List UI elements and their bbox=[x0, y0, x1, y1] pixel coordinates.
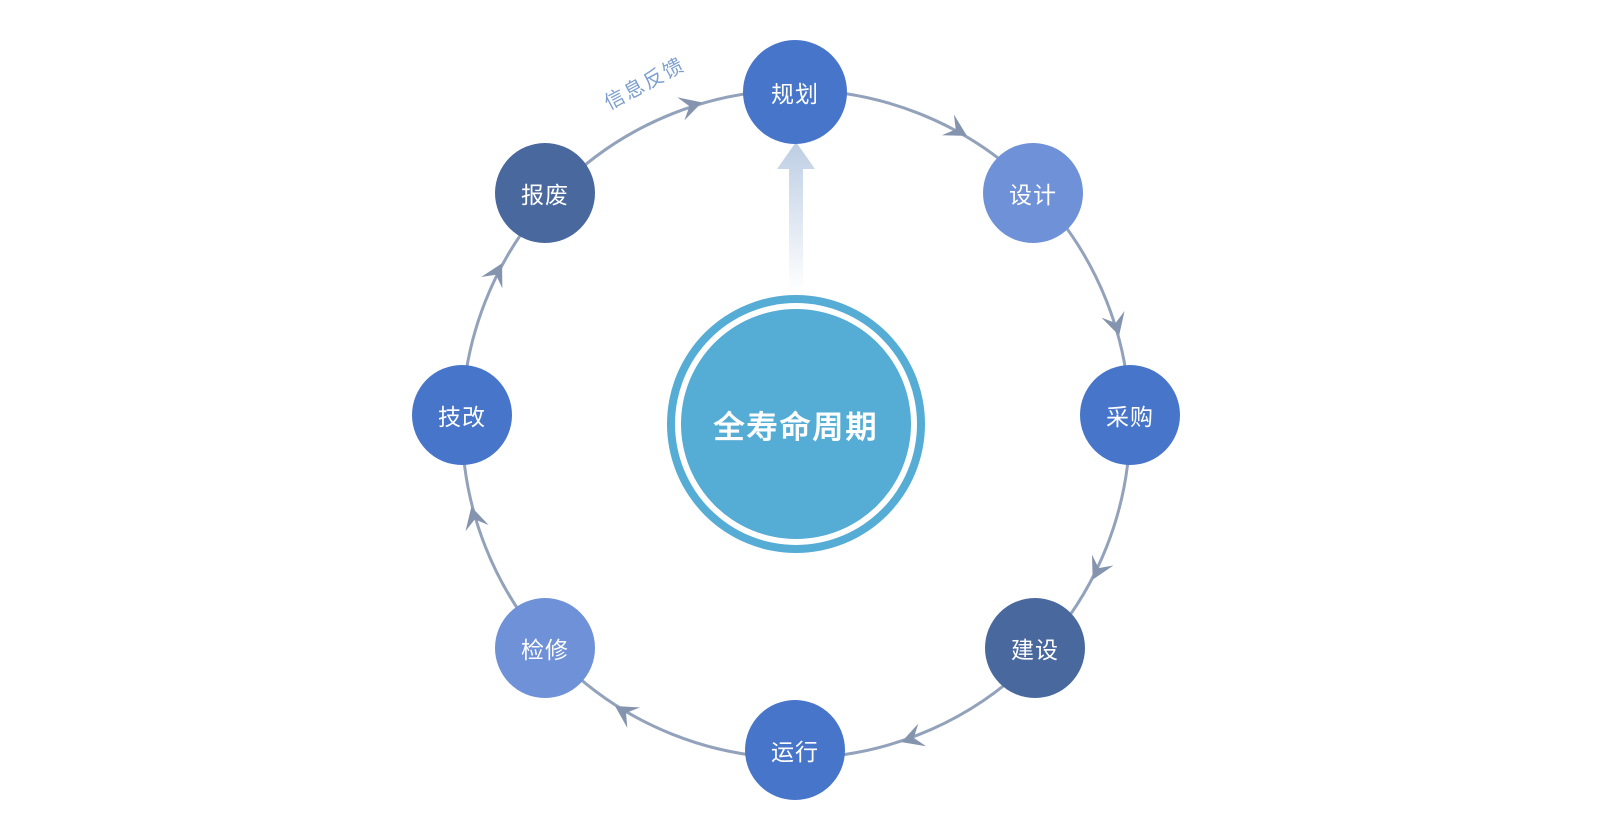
node-tech-upgrade-label: 技改 bbox=[438, 404, 486, 430]
node-planning-label: 规划 bbox=[771, 81, 819, 107]
flow-arrow-icon bbox=[677, 97, 702, 121]
flow-arrow-icon bbox=[1091, 554, 1114, 580]
node-maintenance-label: 检修 bbox=[521, 637, 569, 663]
flow-arrow-icon bbox=[1101, 310, 1125, 336]
node-planning: 规划 bbox=[743, 40, 847, 144]
node-design-label: 设计 bbox=[1009, 182, 1057, 208]
node-construction-label: 建设 bbox=[1011, 637, 1059, 663]
node-scrap-label: 报废 bbox=[521, 182, 569, 208]
flow-arrow-icon bbox=[615, 705, 641, 728]
node-tech-upgrade: 技改 bbox=[412, 365, 512, 465]
flow-arrow-icon bbox=[465, 506, 489, 532]
flow-arrow-icon bbox=[941, 114, 967, 136]
node-procurement: 采购 bbox=[1080, 365, 1180, 465]
node-construction: 建设 bbox=[985, 598, 1085, 698]
center-up-arrow-icon bbox=[777, 142, 815, 292]
node-design: 设计 bbox=[983, 143, 1083, 243]
node-operation-label: 运行 bbox=[771, 739, 819, 765]
flow-arrow-icon bbox=[481, 263, 503, 289]
node-maintenance: 检修 bbox=[495, 598, 595, 698]
node-operation: 运行 bbox=[745, 700, 845, 800]
node-procurement-label: 采购 bbox=[1106, 404, 1154, 430]
flow-arrow-icon bbox=[901, 723, 927, 747]
lifecycle-center-circle: 全寿命周期 bbox=[681, 309, 911, 539]
node-scrap: 报废 bbox=[495, 143, 595, 243]
center-label: 全寿命周期 bbox=[713, 409, 879, 445]
